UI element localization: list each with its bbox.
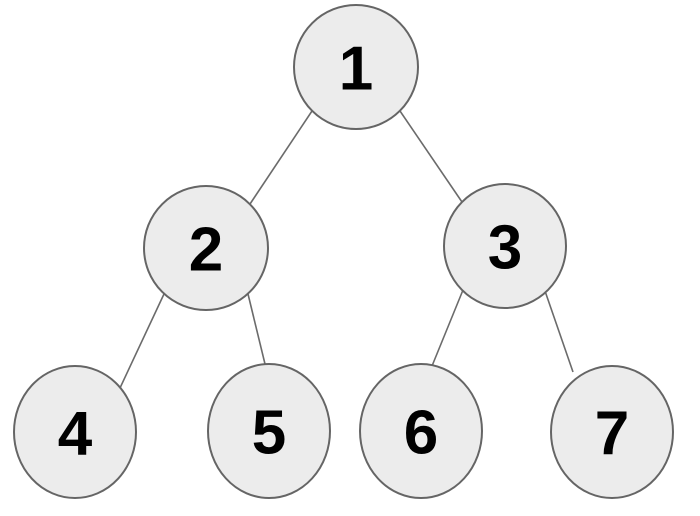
node-circle-7[interactable] <box>550 365 674 499</box>
edges-group <box>119 110 574 389</box>
tree-edge-3-7 <box>544 290 574 373</box>
tree-edge-1-2 <box>249 110 313 205</box>
node-label-4: 4 <box>58 400 93 469</box>
tree-node-4[interactable]: 4 <box>13 365 137 499</box>
node-circle-3[interactable] <box>443 183 567 309</box>
tree-edge-1-3 <box>399 110 463 203</box>
nodes-group: 1 2 3 4 5 6 7 <box>13 4 674 499</box>
node-label-2: 2 <box>189 216 223 285</box>
tree-edge-3-6 <box>431 289 464 367</box>
node-circle-2[interactable] <box>143 185 269 311</box>
tree-edge-2-5 <box>247 293 266 365</box>
node-label-3: 3 <box>488 214 522 283</box>
node-circle-1[interactable] <box>293 4 419 130</box>
node-label-1: 1 <box>339 35 373 104</box>
node-circle-5[interactable] <box>207 363 331 499</box>
tree-node-3[interactable]: 3 <box>443 183 567 309</box>
node-circle-6[interactable] <box>359 363 483 499</box>
tree-node-2[interactable]: 2 <box>143 185 269 311</box>
node-label-7: 7 <box>595 400 629 469</box>
tree-edge-2-4 <box>119 293 165 389</box>
node-circle-4[interactable] <box>13 365 137 499</box>
tree-node-1[interactable]: 1 <box>293 4 419 130</box>
tree-node-6[interactable]: 6 <box>359 363 483 499</box>
tree-node-5[interactable]: 5 <box>207 363 331 499</box>
node-label-5: 5 <box>252 399 286 468</box>
tree-node-7[interactable]: 7 <box>550 365 674 499</box>
node-label-6: 6 <box>404 399 438 468</box>
